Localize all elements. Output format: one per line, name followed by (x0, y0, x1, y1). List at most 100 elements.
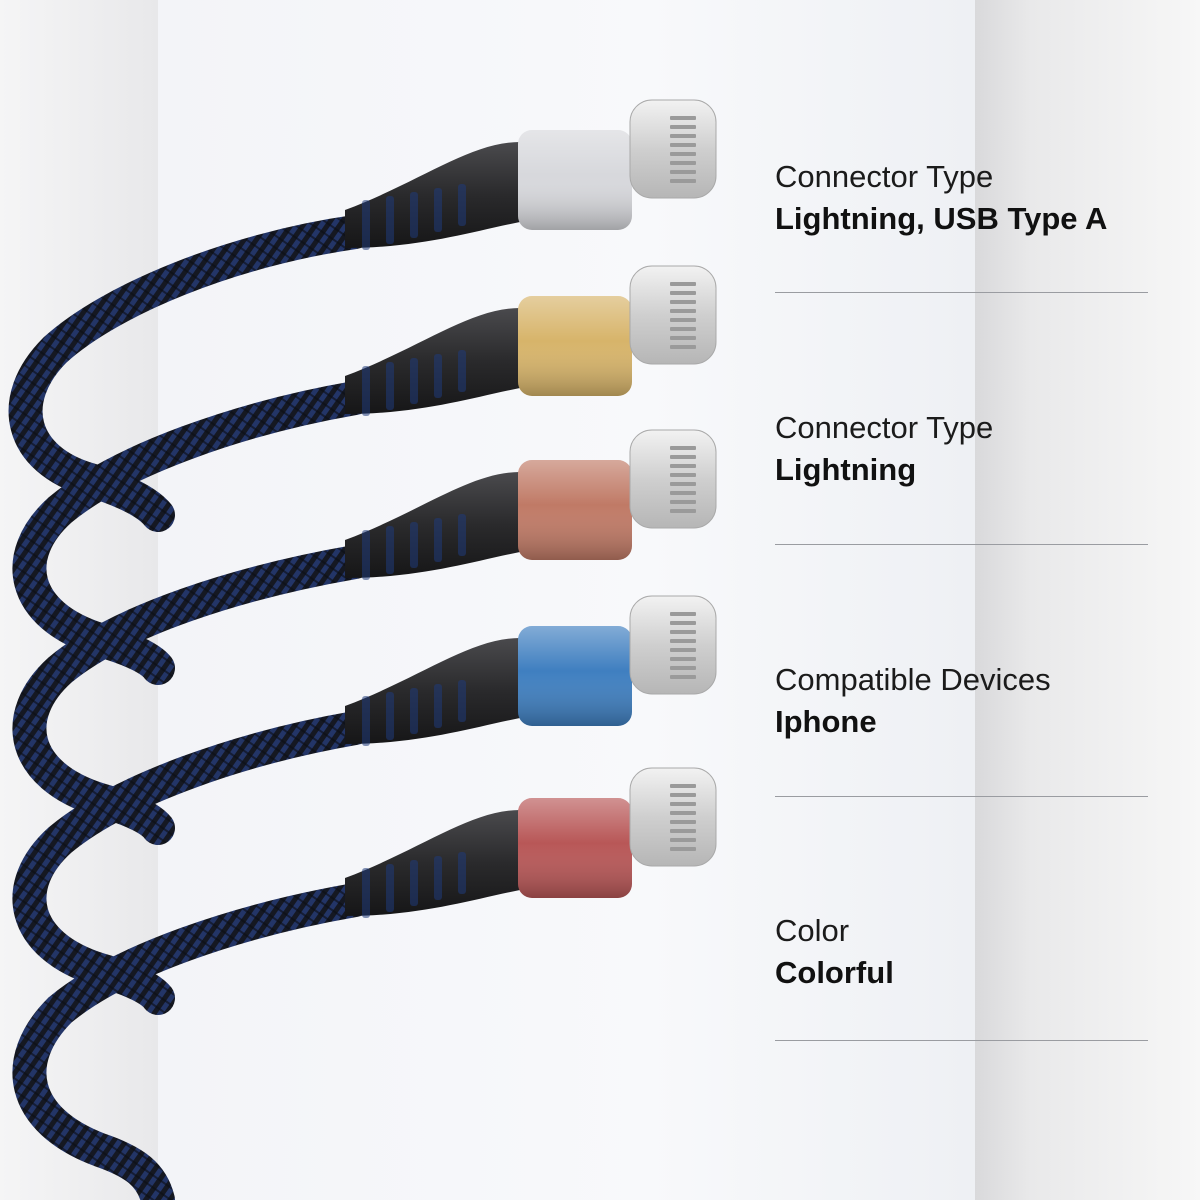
plug-pin (670, 802, 696, 806)
plug-pin (670, 327, 696, 331)
relief-rib (410, 192, 418, 238)
spec-connector-type-1: Connector Type Lightning, USB Type A (775, 159, 1150, 239)
relief-rib (434, 188, 442, 232)
plug-pin (670, 125, 696, 129)
relief-rib (434, 518, 442, 562)
divider-4 (775, 1040, 1148, 1041)
plug-pin (670, 630, 696, 634)
spec-value: Iphone (775, 704, 877, 739)
relief-rib (434, 684, 442, 728)
strain-relief (345, 638, 520, 744)
relief-rib (410, 358, 418, 404)
connector-rose-copper (345, 429, 717, 580)
spec-connector-type-2: Connector Type Lightning (775, 410, 1150, 490)
strain-relief (345, 142, 520, 248)
spec-label: Color (775, 913, 850, 948)
relief-rib (362, 366, 370, 416)
plug-pin (670, 446, 696, 450)
relief-rib (458, 680, 466, 722)
plug-pin (670, 639, 696, 643)
plug-pin (670, 657, 696, 661)
housing-sheen (518, 296, 632, 396)
plug-pin (670, 829, 696, 833)
plug-pin (670, 318, 696, 322)
relief-rib (386, 864, 394, 912)
cable-silver-braid (8, 215, 372, 532)
plug-pin (670, 170, 696, 174)
relief-rib (458, 852, 466, 894)
plug-pin (670, 179, 696, 183)
plug-pin (670, 134, 696, 138)
plug-pin (670, 612, 696, 616)
spec-list: Connector Type Lightning, USB Type A Con… (775, 0, 1150, 1200)
plug-pin (670, 161, 696, 165)
relief-rib (362, 868, 370, 918)
strain-relief (345, 472, 520, 578)
cable-red-braid (12, 883, 372, 1200)
relief-rib (410, 688, 418, 734)
plug-pin (670, 336, 696, 340)
spec-label: Connector Type (775, 159, 994, 194)
plug-pin (670, 473, 696, 477)
relief-rib (410, 522, 418, 568)
lightning-plug-tip (629, 767, 717, 867)
plug-pin (670, 482, 696, 486)
plug-pin (670, 491, 696, 495)
spec-color: Color Colorful (775, 913, 1150, 993)
strain-relief (345, 308, 520, 414)
spec-compatible-devices: Compatible Devices Iphone (775, 662, 1150, 742)
cable-bodies (8, 215, 372, 1200)
divider-1 (775, 292, 1148, 293)
spec-value: Colorful (775, 955, 894, 990)
relief-rib (386, 196, 394, 244)
plug-pin (670, 666, 696, 670)
relief-rib (386, 362, 394, 410)
relief-rib (386, 692, 394, 740)
plug-pin (670, 345, 696, 349)
spec-label: Connector Type (775, 410, 994, 445)
plug-pin (670, 811, 696, 815)
plug-pin (670, 648, 696, 652)
connector-blue (345, 595, 717, 746)
divider-3 (775, 796, 1148, 797)
plug-pin (670, 143, 696, 147)
housing-sheen (518, 626, 632, 726)
relief-rib (362, 200, 370, 250)
housing-sheen (518, 798, 632, 898)
plug-pin (670, 847, 696, 851)
connector-red (345, 767, 717, 918)
relief-rib (458, 350, 466, 392)
spec-value: Lightning (775, 452, 917, 487)
connector-gold (345, 265, 717, 416)
lightning-plug-tip (629, 595, 717, 695)
plug-pin (670, 793, 696, 797)
plug-pin (670, 509, 696, 513)
relief-rib (458, 514, 466, 556)
plug-pin (670, 455, 696, 459)
plug-pin (670, 675, 696, 679)
housing-sheen (518, 130, 632, 230)
plug-pin (670, 464, 696, 468)
relief-rib (410, 860, 418, 906)
cable-gold-braid (12, 381, 372, 685)
plug-pin (670, 820, 696, 824)
divider-2 (775, 544, 1148, 545)
plug-pin (670, 116, 696, 120)
plug-pin (670, 309, 696, 313)
right-panel (975, 0, 1200, 1200)
lightning-plug-tip (629, 429, 717, 529)
relief-rib (434, 856, 442, 900)
plug-pin (670, 291, 696, 295)
relief-rib (434, 354, 442, 398)
plug-pin (670, 152, 696, 156)
plug-pin (670, 784, 696, 788)
housing-sheen (518, 460, 632, 560)
lightning-plug-tip (629, 265, 717, 365)
connectors (345, 99, 717, 918)
plug-pin (670, 838, 696, 842)
relief-rib (458, 184, 466, 226)
connector-silver (345, 99, 717, 250)
plug-pin (670, 500, 696, 504)
plug-pin (670, 282, 696, 286)
